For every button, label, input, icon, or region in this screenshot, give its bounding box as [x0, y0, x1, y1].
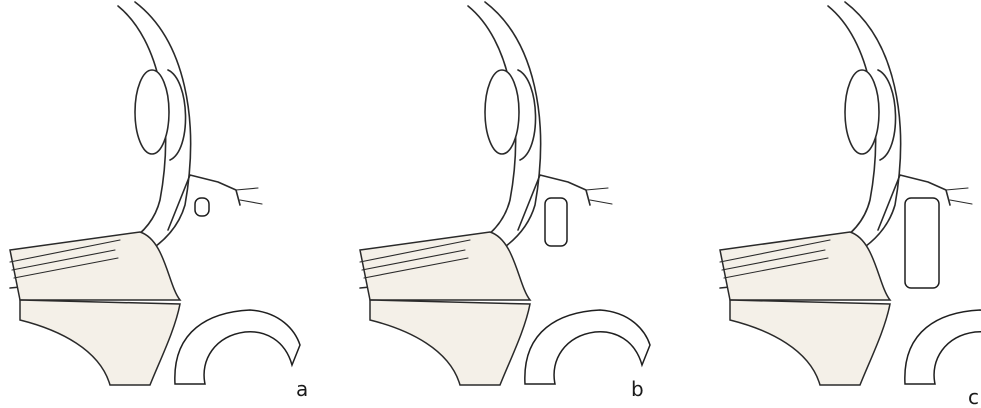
- cornea-curve: [168, 70, 186, 160]
- maxilla-bone: [370, 300, 530, 385]
- panel-label-c: c: [968, 385, 979, 408]
- orbital-floor-bone: [360, 232, 530, 300]
- orbital-floor-bone: [720, 232, 890, 300]
- sinus-wall-spongy-bone: [525, 310, 650, 384]
- panel-label-a: a: [296, 377, 308, 401]
- sinus-wall-spongy-bone: [175, 310, 300, 384]
- lens: [485, 70, 519, 154]
- graft-block: [905, 198, 939, 288]
- panel-label-b: b: [631, 377, 644, 401]
- maxilla-bone: [730, 300, 890, 385]
- panel-c: c: [720, 2, 981, 408]
- sinus-wall-spongy-bone: [905, 310, 981, 384]
- graft-block: [195, 198, 209, 216]
- cornea-curve: [878, 70, 896, 160]
- cornea-curve: [518, 70, 536, 160]
- lens: [135, 70, 169, 154]
- graft-block: [545, 198, 567, 246]
- panel-b: b: [360, 2, 650, 401]
- orbital-floor-bone: [10, 232, 180, 300]
- lens: [845, 70, 879, 154]
- panel-a: a: [10, 2, 308, 401]
- maxilla-bone: [20, 300, 180, 385]
